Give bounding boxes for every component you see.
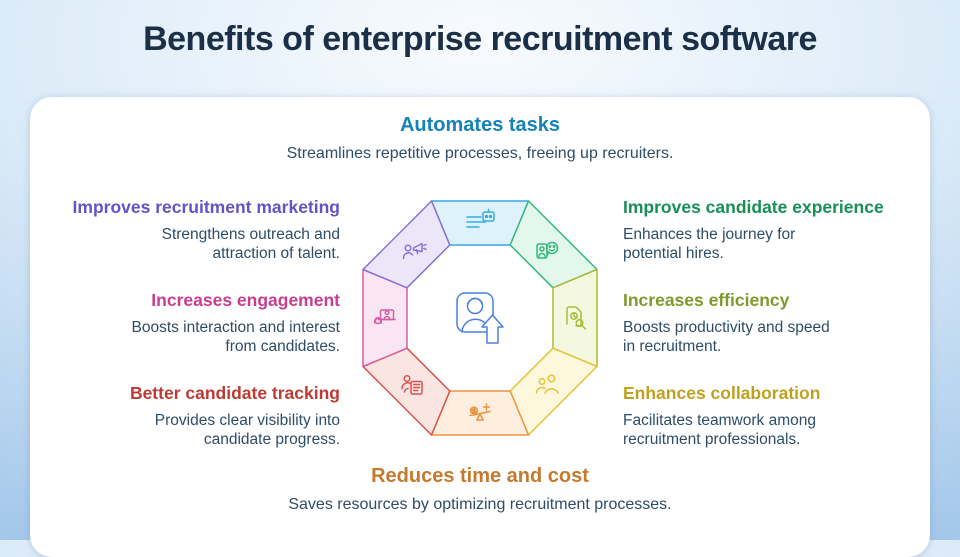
benefit-desc-increases-engagement: Boosts interaction and interest from can… (131, 319, 340, 355)
engagement-laptop-headset-icon (375, 310, 395, 324)
collaboration-people-icon (537, 375, 559, 393)
benefit-desc-automates-tasks: Streamlines repetitive processes, freein… (286, 145, 674, 162)
candidate-upload-icon (457, 293, 503, 343)
benefit-title-candidate-experience: Improves candidate experience (623, 197, 884, 217)
benefit-desc-reduces-time-cost: Saves resources by optimizing recruitmen… (288, 496, 672, 513)
benefit-title-reduces-time-cost: Reduces time and cost (371, 465, 589, 487)
page-title: Benefits of enterprise recruitment softw… (143, 20, 817, 58)
benefit-increases-engagement: Increases engagement Boosts interaction … (40, 290, 340, 357)
benefit-candidate-experience: Improves candidate experience Enhances t… (623, 197, 923, 264)
content-card: Automates tasks Streamlines repetitive p… (30, 97, 930, 557)
benefit-title-increases-engagement: Increases engagement (151, 290, 340, 310)
benefit-desc-enhances-collaboration: Facilitates teamwork among recruitment p… (623, 412, 816, 448)
benefit-desc-increases-efficiency: Boosts productivity and speed in recruit… (623, 319, 830, 355)
benefit-title-recruitment-marketing: Improves recruitment marketing (72, 197, 340, 217)
cost-balance-icon (470, 404, 490, 420)
benefit-desc-candidate-tracking: Provides clear visibility into candidate… (154, 412, 340, 448)
benefit-enhances-collaboration: Enhances collaboration Facilitates teamw… (623, 383, 923, 450)
tracking-person-checklist-icon (402, 376, 422, 394)
marketing-megaphone-icon (403, 244, 426, 259)
segment-recruitment-marketing (363, 201, 450, 288)
benefit-increases-efficiency: Increases efficiency Boosts productivity… (623, 290, 923, 357)
benefit-title-increases-efficiency: Increases efficiency (623, 290, 790, 310)
benefit-desc-candidate-experience: Enhances the journey for potential hires… (623, 226, 796, 262)
benefit-recruitment-marketing: Improves recruitment marketing Strengthe… (40, 197, 340, 264)
benefit-title-enhances-collaboration: Enhances collaboration (623, 383, 821, 403)
octagon-diagram (340, 178, 620, 458)
benefit-reduces-time-cost: Reduces time and cost Saves resources by… (30, 465, 930, 515)
efficiency-document-search-icon (567, 307, 586, 329)
benefit-automates-tasks: Automates tasks Streamlines repetitive p… (30, 114, 930, 164)
candidate-experience-smiley-icon (537, 243, 558, 259)
benefit-desc-recruitment-marketing: Strengthens outreach and attraction of t… (161, 226, 340, 262)
benefit-candidate-tracking: Better candidate tracking Provides clear… (40, 383, 340, 450)
benefit-title-automates-tasks: Automates tasks (399, 114, 561, 136)
benefit-title-candidate-tracking: Better candidate tracking (129, 383, 340, 403)
automation-robot-icon (467, 210, 494, 228)
